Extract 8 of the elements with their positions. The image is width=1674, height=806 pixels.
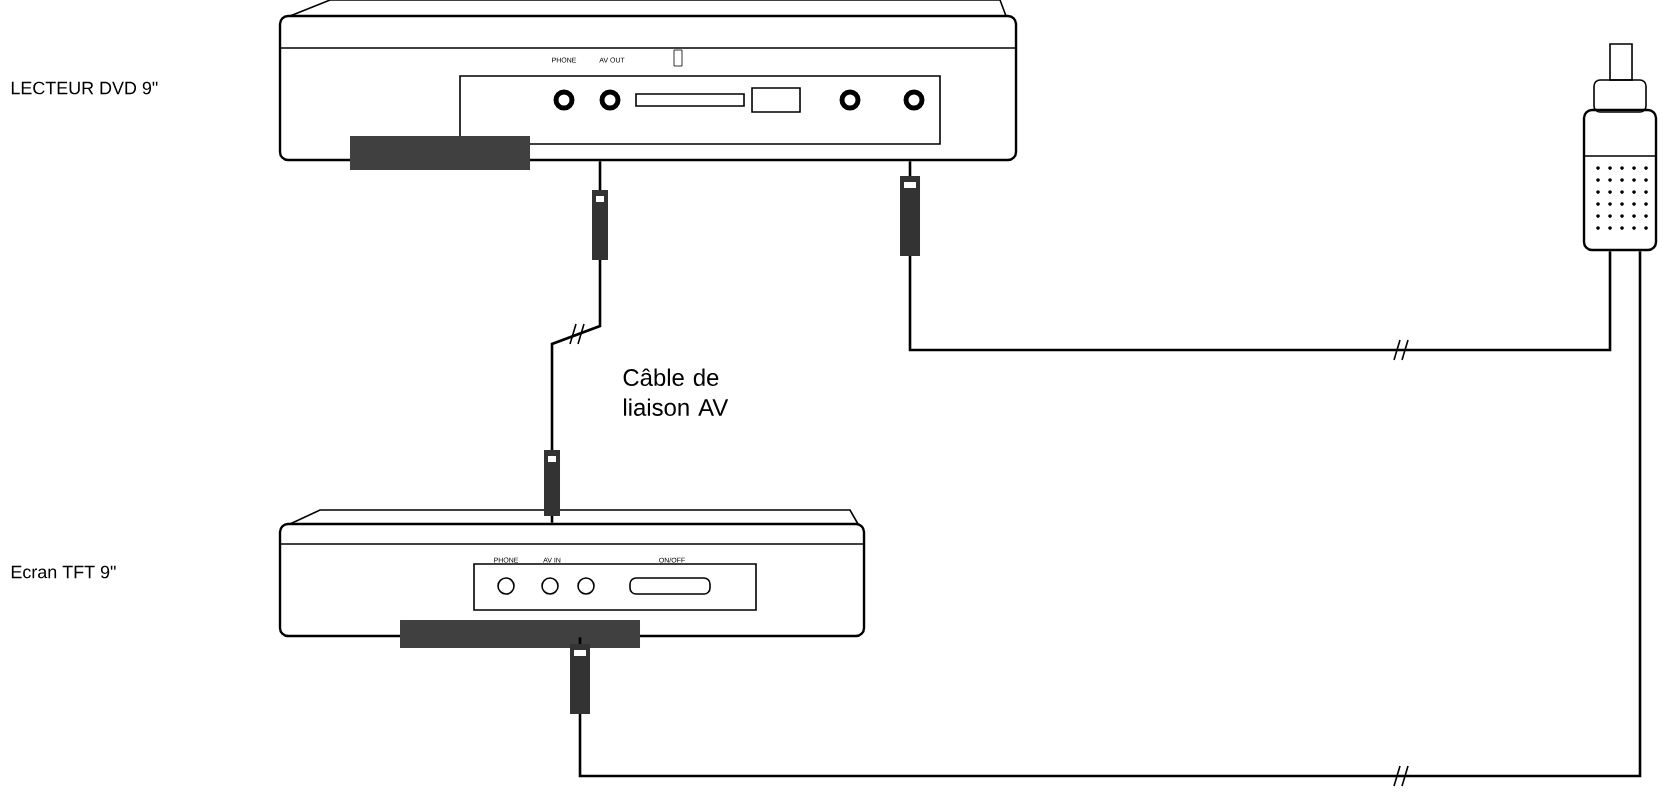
car-adapter-drawing: [1582, 43, 1658, 252]
edge-label: Câble de liaison AV: [623, 368, 729, 416]
device-caption: LECTEUR DVD 9": [11, 81, 158, 95]
dvd-player-drawing: [278, 0, 1018, 170]
cable: [578, 251, 1642, 778]
device-caption: Ecran TFT 9": [11, 565, 116, 579]
screen-drawing: [278, 509, 866, 648]
cable: [908, 161, 1612, 352]
